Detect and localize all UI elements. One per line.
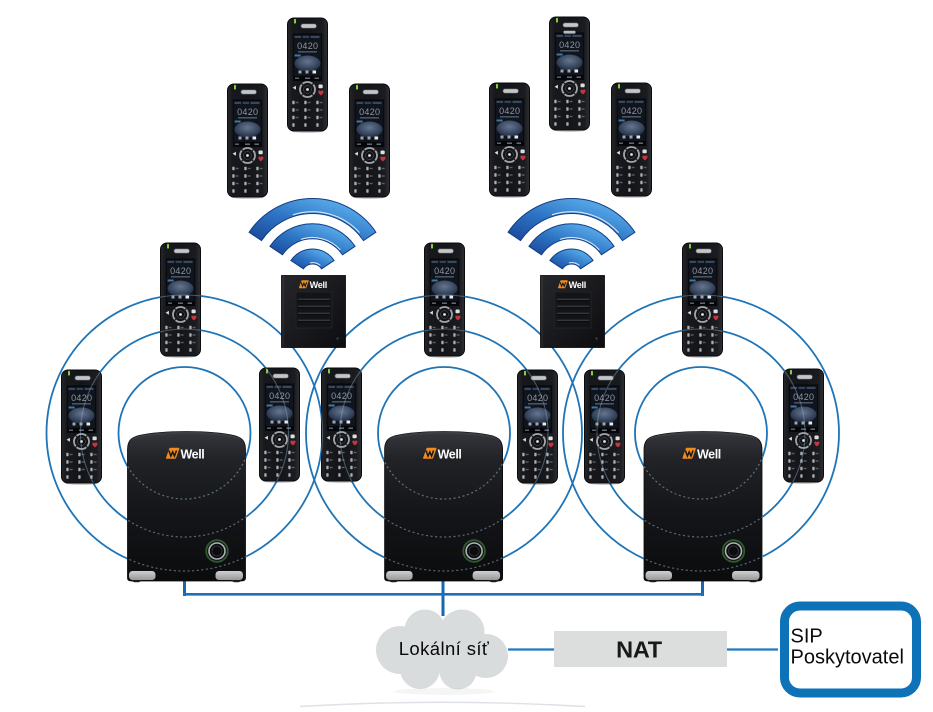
- svg-text:NAT: NAT: [616, 637, 663, 663]
- svg-text:Lokální síť: Lokální síť: [399, 638, 490, 659]
- svg-text:Poskytovatel: Poskytovatel: [791, 647, 904, 669]
- svg-text:SIP: SIP: [791, 626, 823, 648]
